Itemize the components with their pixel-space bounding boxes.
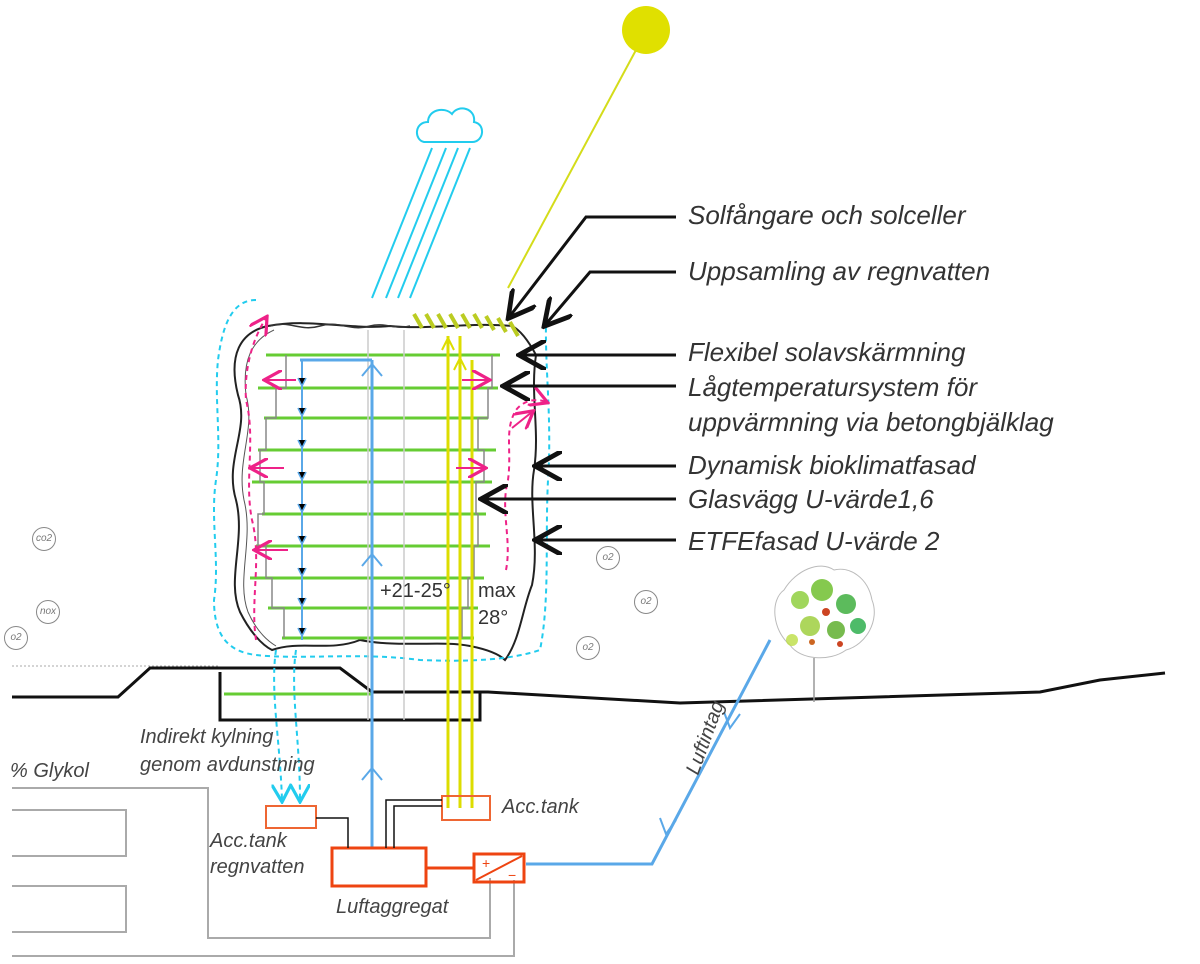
floor-slabs	[250, 353, 500, 640]
callout-low-temp-line1: Lågtemperatursystem för	[688, 372, 978, 402]
co2-bubble: co2	[32, 527, 56, 551]
tree-icon	[774, 565, 875, 702]
callout-rainwater-collection: Uppsamling av regnvatten	[688, 256, 991, 286]
glycol-label: % Glykol	[10, 760, 89, 782]
air-handler-box	[330, 846, 428, 888]
callout-arrows	[484, 215, 676, 540]
heating-duct-arrow-2	[453, 355, 467, 371]
callout-low-temp-line2: uppvärmning via betongbjälklag	[688, 407, 1054, 437]
indirect-cooling-label-line2: genom avdunstning	[140, 754, 315, 776]
callout-glass-wall: Glasvägg U-värde1,6	[688, 484, 934, 514]
converter-minus-icon: −	[508, 867, 516, 883]
callout-bioclimatic-facade: Dynamisk bioklimatfasad	[688, 450, 976, 480]
solar-panels	[412, 313, 520, 337]
rainwater-descent	[274, 649, 282, 800]
temperature-max-value: 28°	[478, 607, 509, 629]
nox-bubble: nox	[36, 600, 60, 624]
heat-flow-arrows	[244, 318, 546, 641]
etfe-envelope	[231, 322, 538, 662]
indirect-cooling-label-line1: Indirekt kylning	[140, 726, 274, 748]
converter-box	[472, 852, 526, 884]
etfe-envelope-inner	[241, 329, 277, 647]
rain-lines	[371, 147, 471, 299]
sun-icon	[622, 6, 670, 54]
o2-bubble-2: o2	[634, 590, 658, 614]
acc-tank-box	[441, 795, 491, 821]
roof-membrane	[269, 323, 411, 329]
temperature-max-label: max	[478, 580, 516, 602]
callout-etfe-facade: ETFEfasad U-värde 2	[688, 526, 940, 556]
acc-tank-rain-box	[265, 805, 317, 829]
converter-plus-icon: +	[482, 855, 490, 871]
temperature-range-label: +21-25°	[380, 580, 451, 602]
glass-wall-right	[461, 355, 493, 638]
acc-tank-pipe-2	[393, 805, 442, 848]
callout-solar-collectors: Solfångare och solceller	[688, 200, 966, 230]
air-intake-line	[526, 639, 772, 866]
o2-bubble-3: o2	[576, 636, 600, 660]
sun-ray	[507, 49, 637, 289]
rainwater-descent-2	[294, 649, 300, 800]
supply-air-arrow-3	[361, 766, 383, 781]
acc-tank-rain-label-line1: Acc.tank	[210, 830, 287, 852]
air-handler-label: Luftaggregat	[336, 896, 449, 918]
converter-diagonal	[475, 855, 523, 881]
o2-bubble-edge: o2	[4, 626, 28, 650]
basement-outline	[218, 672, 482, 722]
supply-air-arrow-1	[361, 362, 383, 377]
supply-air-arrow-2	[361, 552, 383, 567]
glycol-pipes	[12, 787, 515, 957]
air-intake-arrow-2	[659, 817, 677, 837]
ground-line	[12, 666, 1166, 705]
acc-tank-rain-label-line2: regnvatten	[210, 856, 305, 878]
callout-solar-shading: Flexibel solavskärmning	[688, 337, 966, 367]
air-intake-arrow-1	[723, 711, 741, 731]
cloud-icon	[416, 107, 483, 143]
o2-bubble-1: o2	[596, 546, 620, 570]
glass-wall-left	[257, 355, 287, 638]
supply-air-floor-arrows	[297, 377, 307, 638]
heating-duct-arrow-1	[441, 335, 455, 351]
acc-tank-pipe	[385, 799, 442, 848]
acc-tank-label: Acc.tank	[502, 796, 579, 818]
rain-tank-pipe	[316, 817, 349, 848]
